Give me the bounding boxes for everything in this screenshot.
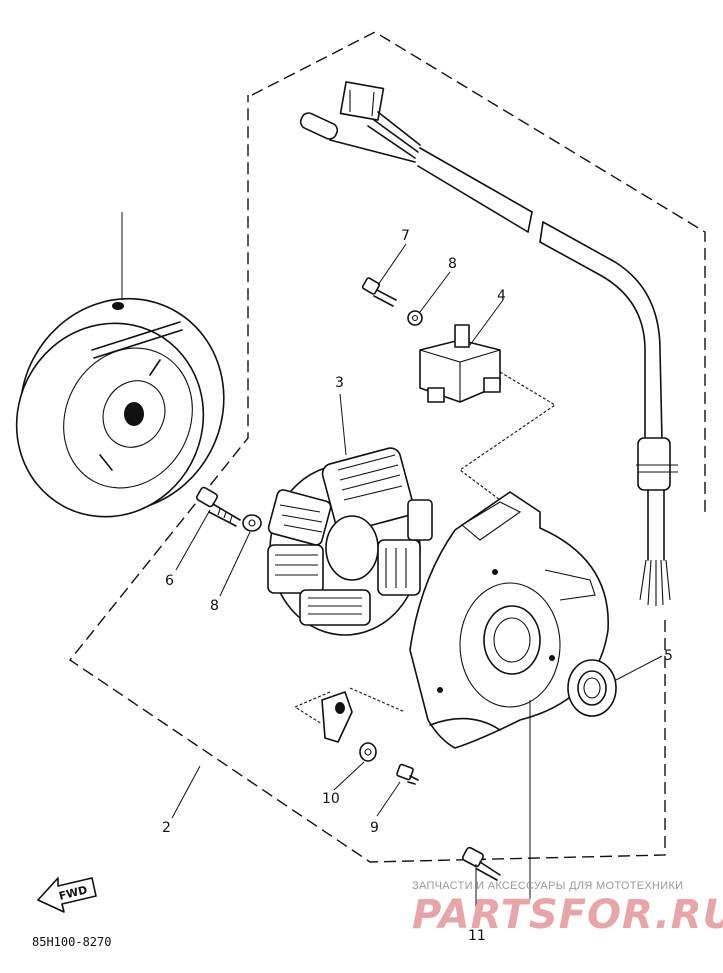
- washer-lower: [242, 514, 262, 532]
- drawing-code: 85H100-8270: [32, 935, 111, 949]
- callout-2: 2: [162, 820, 171, 836]
- callout-3: 3: [335, 375, 344, 391]
- washer-upper: [407, 310, 423, 326]
- callout-7: 7: [401, 228, 410, 244]
- leader-lines: [121, 212, 663, 922]
- cover-washer: [359, 742, 377, 762]
- callout-4: 4: [497, 288, 506, 304]
- stator-coil: [267, 447, 433, 636]
- pickup-coil: [419, 324, 501, 403]
- callout-8-lower: 8: [210, 598, 219, 614]
- callout-9: 9: [370, 820, 379, 836]
- cover-screw: [396, 763, 419, 785]
- pickup-screw: [361, 277, 397, 307]
- lead-clamp: [293, 687, 406, 743]
- callout-6: 6: [165, 573, 174, 589]
- watermark-tagline: ЗАПЧАСТИ И АКСЕССУАРЫ ДЛЯ МОТОТЕХНИКИ: [412, 880, 683, 892]
- callout-5: 5: [664, 648, 673, 664]
- pickup-dashed-link: [459, 371, 557, 501]
- cover-bolt: [462, 846, 501, 881]
- fwd-arrow-icon: FWD: [37, 877, 97, 913]
- watermark-brand: PARTSFOR.RU: [412, 892, 723, 938]
- callout-8-upper: 8: [448, 256, 457, 272]
- oil-seal: [567, 659, 617, 717]
- callout-10: 10: [322, 791, 340, 807]
- assembly-boundary: [68, 31, 706, 863]
- callout-11: 11: [468, 928, 486, 944]
- stator-base-plate: [409, 491, 609, 749]
- flywheel-rotor: [15, 297, 225, 518]
- wire-harness: [299, 81, 678, 606]
- rotor-bolt: [196, 486, 241, 527]
